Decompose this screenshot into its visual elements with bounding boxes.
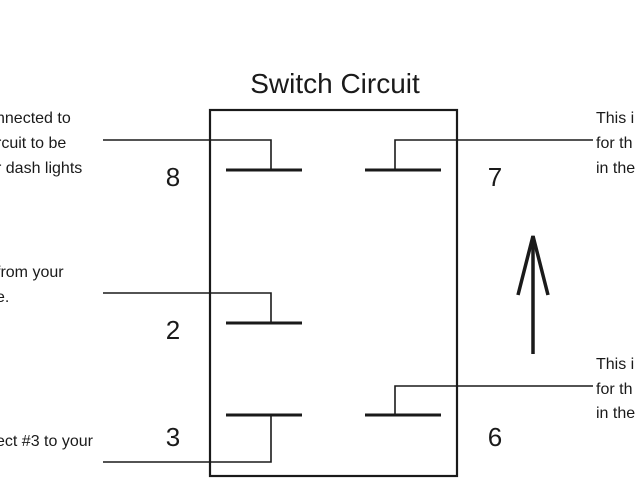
note-right-top-line-1: This i [596,110,634,127]
pin-7-terminal [365,139,593,172]
note-left-top-line-3: r dash lights [0,160,82,177]
pin-8-wire [103,139,272,170]
pin-8-terminal [103,139,302,172]
note-left-top-line-2: rcuit to be [0,135,66,152]
pin-7-label: 7 [488,162,502,192]
note-right-bottom-line-1: This i [596,356,634,373]
diagram-title: Switch Circuit [250,68,420,99]
note-right-top-line-3: in the [596,160,635,177]
pin-6-terminal [365,385,593,417]
pin-2-terminal [103,292,302,325]
pin-3-wire [103,415,272,463]
arrow-head [516,235,550,296]
pin-6-wire [394,385,593,415]
pin-2-wire [103,292,272,323]
note-right-bottom-line-2: for th [596,381,632,398]
pin-3-label: 3 [166,422,180,452]
note-right-top-line-2: for th [596,135,632,152]
note-right-bottom-line-3: in the [596,405,635,422]
note-left-mid-line-2: e. [0,289,9,306]
note-left-top-line-1: nnected to [0,110,71,127]
pin-8-label: 8 [166,162,180,192]
up-arrow-icon [516,235,550,354]
note-left-mid-line-1: from your [0,264,64,281]
pin-6-label: 6 [488,422,502,452]
pin-3-terminal [103,413,302,463]
pin-2-label: 2 [166,315,180,345]
pin-7-wire [394,139,593,170]
note-left-bottom-line-1: ect #3 to your [0,433,94,450]
